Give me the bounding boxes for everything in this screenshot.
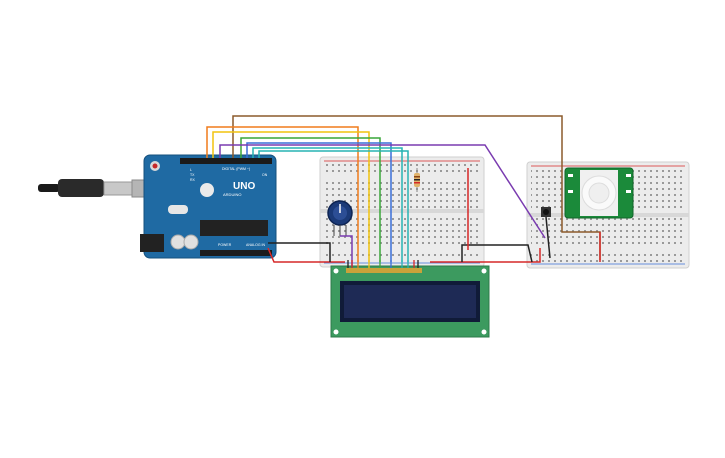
wire-yellow bbox=[212, 131, 370, 262]
wire-red-power-2 bbox=[430, 248, 541, 263]
digital-header[interactable] bbox=[180, 158, 272, 164]
wire-green bbox=[240, 137, 381, 262]
lcd-screen bbox=[344, 285, 476, 318]
signal-wires bbox=[206, 115, 601, 266]
on-label: ON bbox=[262, 173, 268, 177]
wire-purple bbox=[219, 144, 546, 239]
lcd-pin-wires bbox=[347, 260, 419, 268]
board-brand-text: UNO bbox=[233, 181, 255, 192]
rx-label: RX bbox=[190, 178, 196, 182]
arduino-logo-icon bbox=[200, 183, 214, 197]
usb-cable[interactable] bbox=[38, 179, 163, 198]
wire-teal bbox=[252, 147, 403, 262]
tx-label: TX bbox=[190, 173, 195, 177]
digital-label: DIGITAL (PWM ~) bbox=[222, 167, 250, 171]
power-label: POWER bbox=[218, 243, 232, 247]
wire-black-gnd-2 bbox=[461, 244, 533, 263]
wire-orange bbox=[206, 126, 359, 262]
resistor[interactable] bbox=[414, 168, 420, 192]
l-label: L bbox=[190, 168, 192, 172]
wire-blue bbox=[246, 142, 392, 262]
potentiometer[interactable] bbox=[327, 200, 353, 236]
pir-sensor[interactable] bbox=[564, 167, 634, 219]
wire-black-pir bbox=[545, 216, 551, 259]
wire-black-gnd bbox=[268, 242, 331, 262]
wire-red-power bbox=[267, 247, 345, 263]
power-analog-header[interactable] bbox=[200, 250, 272, 256]
atmega-chip bbox=[200, 220, 268, 236]
wire-purple-lcd bbox=[340, 235, 353, 266]
push-button[interactable] bbox=[541, 207, 551, 217]
board-subbrand-text: ARDUINO bbox=[223, 192, 241, 197]
lcd-16x2-display[interactable] bbox=[330, 265, 490, 338]
analog-label: ANALOG IN bbox=[246, 243, 266, 247]
wire-teal-2 bbox=[258, 150, 409, 262]
arduino-uno-board[interactable]: UNO ARDUINO DIGITAL (PWM ~) POWER ANALOG… bbox=[140, 154, 277, 259]
